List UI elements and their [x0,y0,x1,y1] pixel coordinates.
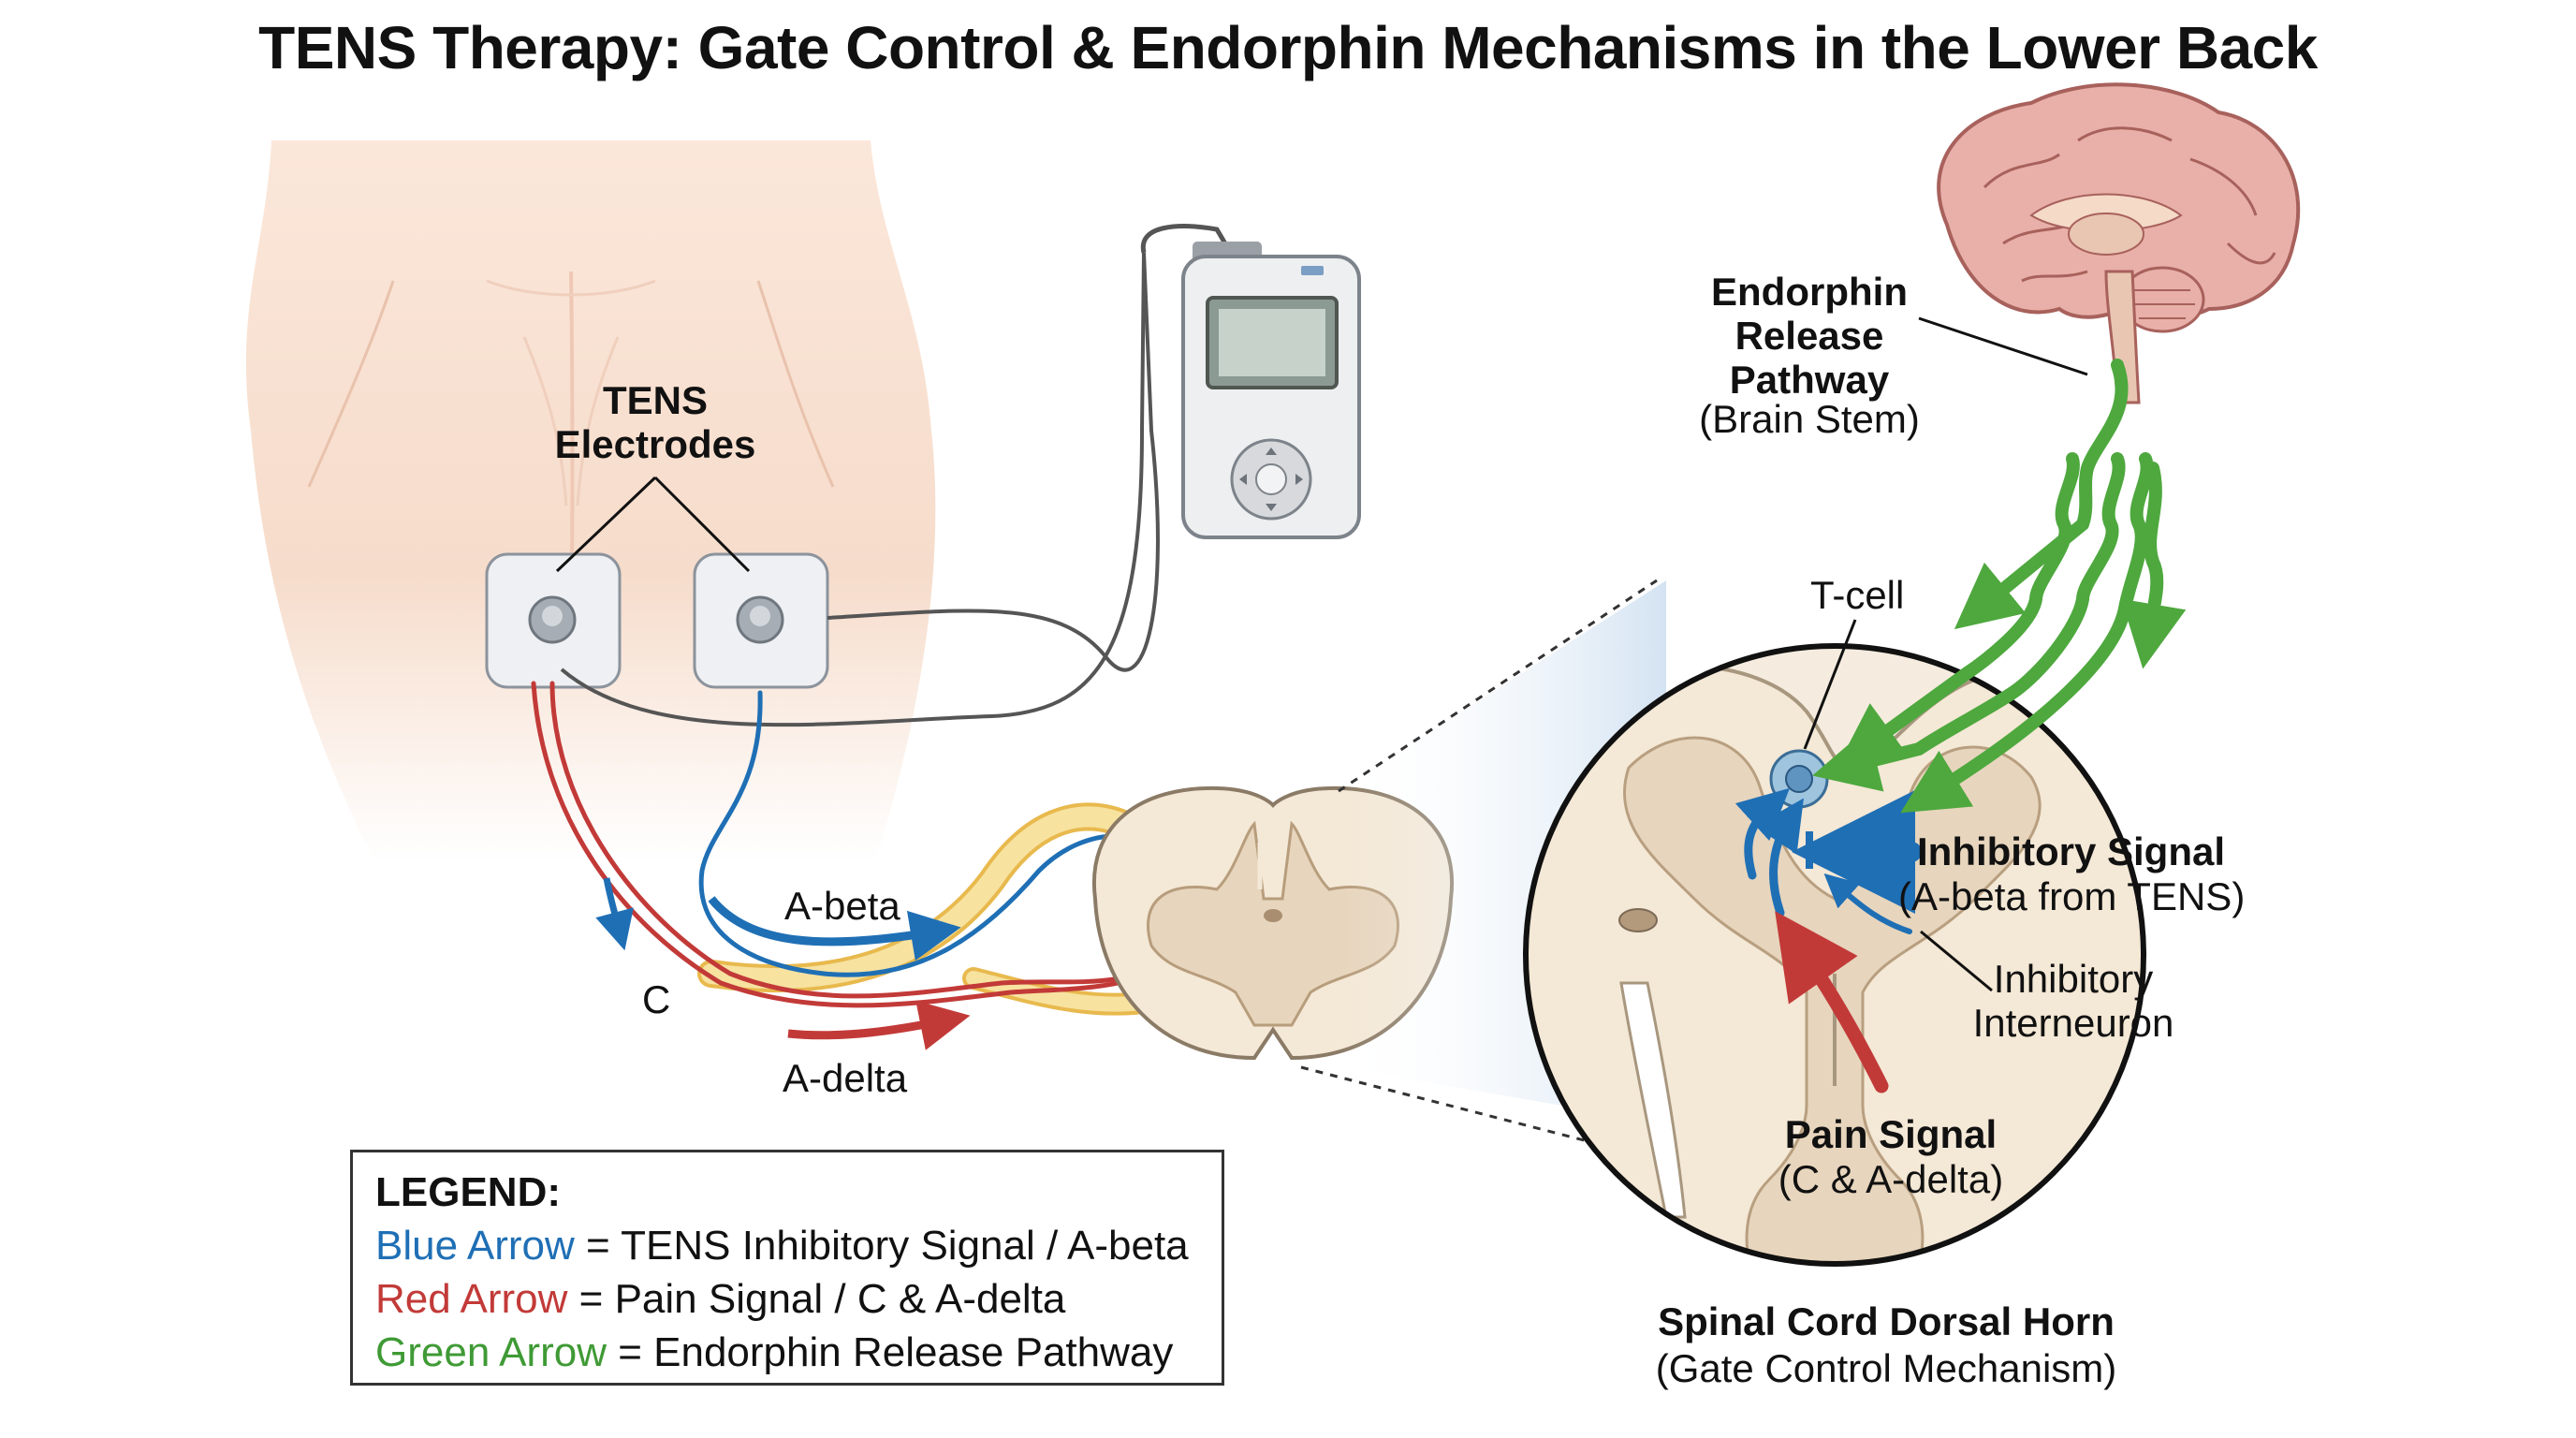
dorsal-horn-sub: (Gate Control Mechanism) [1655,1346,2117,1390]
tens-electrode-right [693,552,829,689]
lower-back-torso [245,140,936,861]
inhibitory-arrows [1734,787,1922,934]
dorsal-horn-title: Spinal Cord Dorsal Horn [1658,1299,2115,1343]
legend-item-red: Red Arrow = Pain Signal / C & A-delta [375,1272,1199,1326]
legend-text-red: = Pain Signal / C & A-delta [567,1276,1066,1322]
endorphin-arrows [1812,359,2187,814]
tens-device [1181,242,1361,539]
electrodes-label: TENS Electrodes [554,378,756,467]
brain-illustration [1937,82,2301,404]
t-cell-pointer-line [1803,619,1857,750]
legend-key-blue: Blue Arrow [375,1223,575,1269]
inhibitory-interneuron-bar [1806,831,1813,869]
legend-text-green: = Endorphin Release Pathway [606,1329,1174,1375]
a-beta-arrow [708,896,961,961]
endorphin-pathway-sub: (Brain Stem) [1699,397,1920,441]
a-delta-label: A-delta [783,1056,908,1100]
legend-key-green: Green Arrow [375,1329,607,1375]
a-delta-arrow [787,1000,971,1050]
tens-electrode-left [485,552,622,689]
t-cell-label: T-cell [1810,573,1905,617]
a-beta-label: A-beta [784,884,900,928]
legend-item-green: Green Arrow = Endorphin Release Pathway [375,1326,1199,1379]
diagram-title: TENS Therapy: Gate Control & Endorphin M… [258,14,2318,81]
inhibitory-signal-title: Inhibitory Signal [1917,829,2226,873]
pain-signal-title: Pain Signal [1784,1112,1998,1156]
inhibitory-interneuron-label: Inhibitory Interneuron [1972,957,2174,1046]
pain-signal-arrow [1775,911,1889,1093]
legend-heading: LEGEND: [375,1169,561,1215]
device-wires [560,224,1229,727]
nerve-fibers [531,681,1230,1016]
legend-box: LEGEND: Blue Arrow = TENS Inhibitory Sig… [350,1150,1224,1386]
electrode-pointer-lines [555,476,751,573]
endorphin-pointer-line [1918,316,2088,376]
endorphin-pathway-title: Endorphin Release Pathway [1711,270,1908,403]
c-fiber-arrow [595,877,634,951]
pain-signal-sub: (C & A-delta) [1778,1157,2004,1201]
c-fiber-label: C [642,977,671,1021]
inhibitory-signal-sub: (A-beta from TENS) [1898,874,2246,918]
legend-text-blue: = TENS Inhibitory Signal / A-beta [574,1223,1189,1269]
interneuron-pointer-line [1920,930,1993,992]
legend-item-blue: Blue Arrow = TENS Inhibitory Signal / A-… [375,1219,1199,1272]
legend-key-red: Red Arrow [375,1276,568,1322]
